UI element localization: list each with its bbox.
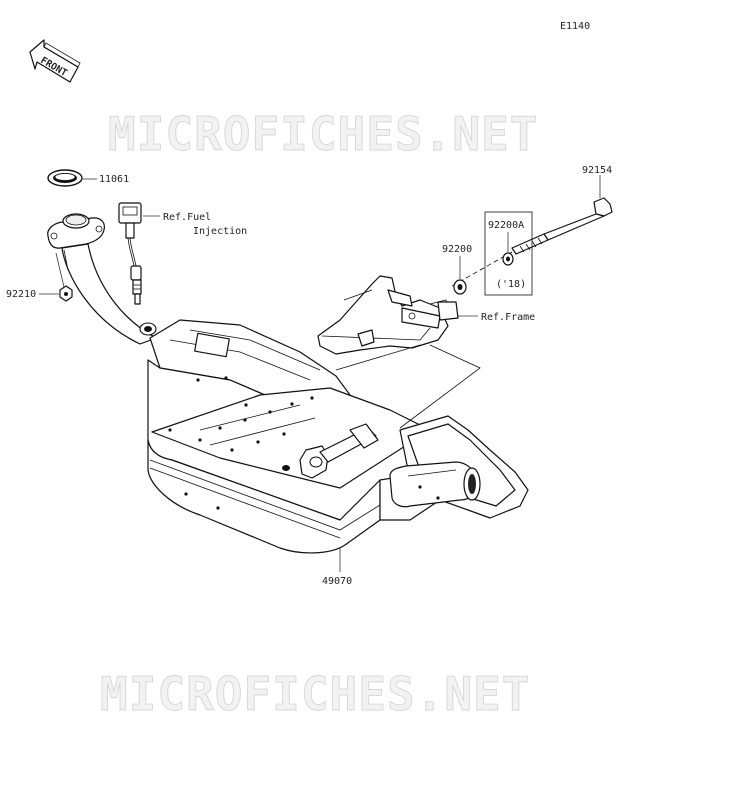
front-arrow-icon: FRONT [29,39,81,83]
part-label-92200: 92200 [442,244,472,255]
bolt-part [511,197,613,255]
diagram-code: E1140 [560,21,590,32]
nut-part [59,285,73,302]
part-label-92210: 92210 [6,289,36,300]
washer-alt-part [502,252,514,266]
header-pipe-part [47,213,157,345]
part-label-92200A: 92200A [488,220,524,231]
part-label-92154: 92154 [582,165,612,176]
gasket-part [47,169,83,187]
washer-alt-note: ('18) [496,279,526,290]
washer-alt-box [484,211,533,296]
muffler-part [147,319,529,554]
part-label-11061: 11061 [99,174,129,185]
o2-sensor-part [118,202,142,305]
frame-bracket-part [317,275,459,355]
part-label-49070: 49070 [322,576,352,587]
watermark-top: MICROFICHES.NET [108,107,538,161]
ref-fuel-line1: Ref.Fuel [163,212,211,223]
washer-part [453,279,467,295]
ref-frame: Ref.Frame [481,312,535,323]
watermark-bottom: MICROFICHES.NET [100,667,530,721]
ref-fuel-line2: Injection [193,226,247,237]
